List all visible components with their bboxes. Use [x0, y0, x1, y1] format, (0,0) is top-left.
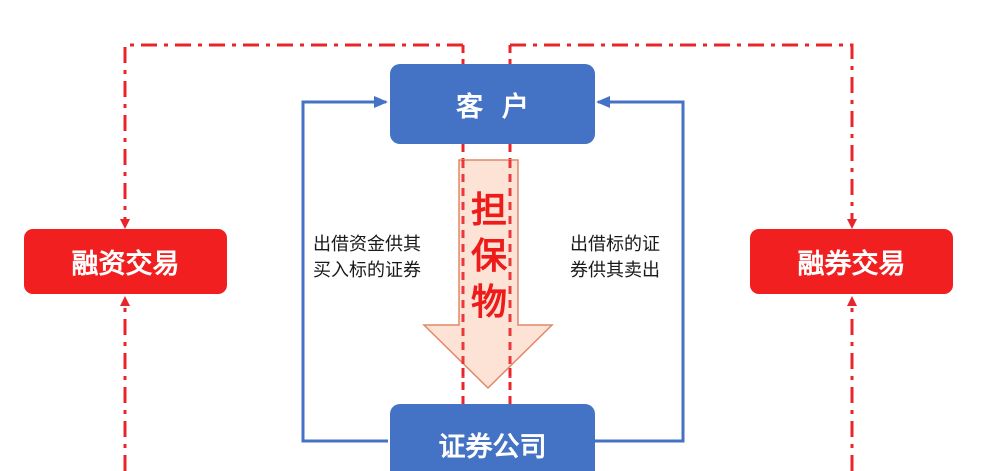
- margin-trading-label: 融资交易: [71, 249, 180, 280]
- margin-trading-top-line: [120, 43, 463, 229]
- left-blue-line: [301, 96, 388, 443]
- left-label-line1: 出借资金供其: [313, 234, 421, 255]
- collateral-arrow-shape: [422, 159, 554, 390]
- broker-label: 证券公司: [438, 431, 547, 463]
- customer-label: 客 户: [456, 91, 529, 123]
- right-blue-line: [594, 96, 685, 443]
- short-selling-label: 融券交易: [797, 249, 906, 280]
- margin-trading-node: 融资交易: [24, 229, 227, 294]
- short-selling-top-line: [510, 43, 857, 229]
- right-label-line1: 出借标的证: [570, 234, 660, 255]
- broker-node: 证券公司: [390, 404, 595, 471]
- customer-node: 客 户: [390, 64, 595, 144]
- right-label-line2: 券供其卖出: [570, 260, 660, 281]
- left-flow-label: 出借资金供其 买入标的证券: [313, 232, 421, 284]
- collateral-label: 担保物: [470, 190, 507, 323]
- short-selling-node: 融券交易: [750, 229, 953, 294]
- left-label-line2: 买入标的证券: [313, 260, 421, 281]
- right-flow-label: 出借标的证 券供其卖出: [570, 232, 660, 284]
